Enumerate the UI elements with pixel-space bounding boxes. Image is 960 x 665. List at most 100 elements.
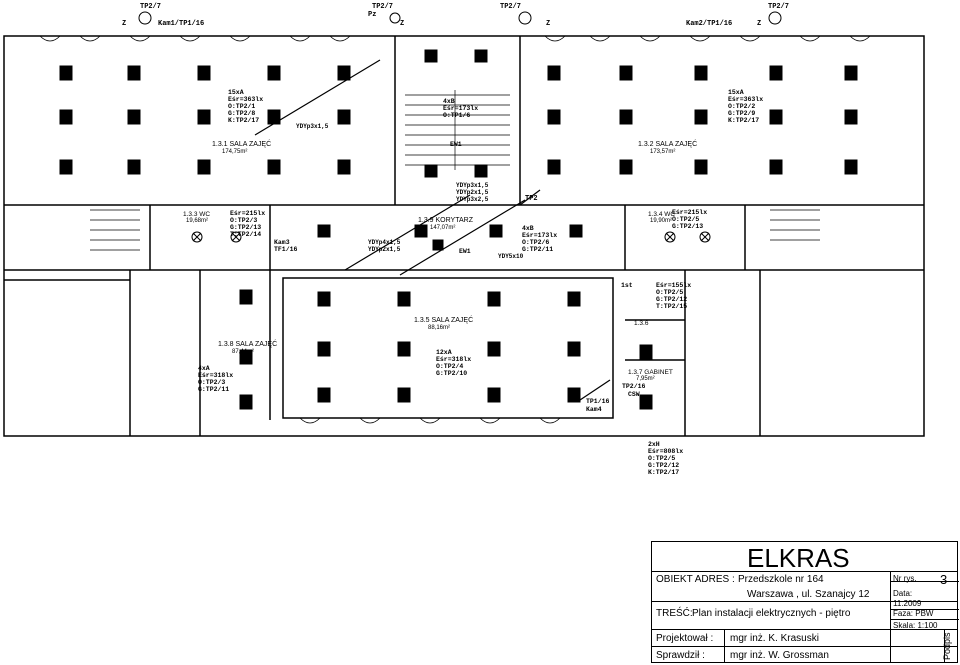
signature-label: Podpis bbox=[942, 632, 952, 660]
sala3-name: 1.3.5 SALA ZAJĘĆ bbox=[414, 315, 473, 324]
r136-spec-2: G:TP2/12 bbox=[656, 296, 687, 303]
sala1-spec-0: 15xA bbox=[228, 89, 244, 96]
sala1-spec-1: Eśr=363lx bbox=[228, 96, 263, 103]
sala4-spec-2: O:TP2/3 bbox=[198, 379, 225, 386]
object-address: Warszawa , ul. Szanajcy 12 bbox=[747, 589, 870, 600]
windows-top bbox=[39, 35, 871, 424]
label-pz: Pz bbox=[368, 11, 376, 19]
title-row-object: OBIEKT ADRES : Przedszkole nr 164 Warsza… bbox=[652, 572, 957, 602]
checker-name: mgr inż. W. Grossman bbox=[730, 650, 829, 661]
divider-meta bbox=[890, 572, 891, 662]
drawing-no-label: Nr rys. bbox=[893, 574, 917, 583]
label-z-4: Z bbox=[757, 20, 761, 28]
wc1-spec-0: Eśr=215lx bbox=[230, 210, 265, 217]
sala2-spec-1: Eśr=363lx bbox=[728, 96, 763, 103]
cable-2: YDYp4x1,5 bbox=[368, 239, 401, 246]
sala2-name: 1.3.2 SALA ZAJĘĆ bbox=[638, 139, 697, 148]
label-csw: CSW bbox=[628, 391, 640, 398]
label-tp-1: TP2/7 bbox=[140, 3, 161, 11]
cable-6: YDYp3x2,5 bbox=[456, 196, 489, 203]
label-ew1: EW1 bbox=[450, 141, 462, 148]
wc1-area: 19,68m² bbox=[186, 218, 208, 224]
walls bbox=[3, 35, 925, 437]
cable-3: YDYp2x1,5 bbox=[368, 246, 401, 253]
korytarz-area: 147,07m² bbox=[430, 225, 455, 231]
h2-spec-3: G:TP2/12 bbox=[648, 462, 679, 469]
cable-7: YDY5x10 bbox=[498, 253, 524, 260]
label-kam4: Kam4 bbox=[586, 406, 602, 413]
gabinet-name: 1.3.7 GABINET bbox=[628, 369, 673, 376]
label-kam3-tp: TF1/16 bbox=[274, 246, 298, 253]
h2-spec-0: 2xH bbox=[648, 441, 660, 448]
gabinet-area: 7,95m² bbox=[636, 376, 655, 382]
label-kam2: Kam2/TP1/16 bbox=[686, 20, 732, 28]
sala2-area: 173,57m² bbox=[650, 149, 675, 155]
designer-name: mgr inż. K. Krasuski bbox=[730, 633, 819, 644]
label-ew1-b: EW1 bbox=[459, 248, 471, 255]
h2-spec-1: Eśr=808lx bbox=[648, 448, 683, 455]
r136-spec-1: O:TP2/5 bbox=[656, 289, 683, 296]
wc2-area: 19,90m² bbox=[650, 218, 672, 224]
scale-label: Skala: 1:100 bbox=[893, 621, 938, 630]
company-name: ELKRAS bbox=[747, 543, 850, 573]
sala4-spec-3: G:TP2/11 bbox=[198, 386, 229, 393]
date-label: Data: bbox=[893, 589, 913, 598]
content-text: Plan instalacji elektrycznych - piętro bbox=[692, 608, 851, 619]
sala3-spec-1: Eśr=318lx bbox=[436, 356, 471, 363]
wc-lights bbox=[138, 11, 782, 243]
sala3-spec-3: G:TP2/10 bbox=[436, 370, 467, 377]
cable-1: YDYp3x1,5 bbox=[296, 123, 329, 130]
sala1-name: 1.3.1 SALA ZAJĘĆ bbox=[212, 139, 271, 148]
wc1-spec-2: G:TP2/13 bbox=[230, 224, 261, 231]
label-tp-2: TP2/7 bbox=[372, 3, 393, 11]
title-row-content: TREŚĆ: Plan instalacji elektrycznych - p… bbox=[652, 602, 957, 630]
divider-signature bbox=[944, 630, 945, 662]
wc1-spec-3: T:TP2/14 bbox=[230, 231, 261, 238]
label-z-3: Z bbox=[546, 20, 550, 28]
sala1-spec-4: K:TP2/17 bbox=[228, 117, 259, 124]
sala4-spec-0: 4xA bbox=[198, 365, 210, 372]
sala3-spec-2: O:TP2/4 bbox=[436, 363, 463, 370]
sala4-name: 1.3.8 SALA ZAJĘĆ bbox=[218, 339, 277, 348]
label-1st: 1st bbox=[621, 282, 633, 289]
label-kam4-tp: TP1/16 bbox=[586, 398, 610, 405]
label-tp2-16: TP2/16 bbox=[622, 383, 646, 390]
sala2-spec-3: G:TP2/9 bbox=[728, 110, 755, 117]
stair-spec-2: O:TP1/6 bbox=[443, 112, 470, 119]
label-tp2: TP2 bbox=[525, 195, 538, 203]
drawing-no: 3 bbox=[940, 572, 948, 587]
wc2-name: 1.3.4 WC bbox=[648, 211, 675, 218]
label-kam3: Kam3 bbox=[274, 239, 290, 246]
wc2-spec-2: G:TP2/13 bbox=[672, 223, 703, 230]
luminaires bbox=[59, 49, 858, 410]
phase-label: Faza: PBW bbox=[893, 609, 934, 618]
title-row-company: ELKRAS bbox=[652, 542, 957, 573]
wc2-spec-1: O:TP2/5 bbox=[672, 216, 699, 223]
sala2-spec-2: O:TP2/2 bbox=[728, 103, 755, 110]
korytarz-spec-0: 4xB bbox=[522, 225, 534, 232]
cable-4: YDYp3x1,5 bbox=[456, 182, 489, 189]
sala1-area: 174,75m² bbox=[222, 149, 247, 155]
sala4-spec-1: Eśr=318lx bbox=[198, 372, 233, 379]
title-row-designer: Projektował : mgr inż. K. Krasuski bbox=[652, 630, 957, 647]
korytarz-name: 1.3.9 KORYTARZ bbox=[418, 217, 474, 224]
staircase bbox=[90, 90, 820, 251]
label-z-2: Z bbox=[400, 20, 404, 28]
object-name: Przedszkole nr 164 bbox=[738, 574, 824, 585]
korytarz-spec-3: G:TP2/11 bbox=[522, 246, 553, 253]
meta-box: Nr rys. 3 Data: 11.2009 Faza: PBW Skala:… bbox=[890, 572, 959, 630]
title-row-checker: Sprawdził : mgr inż. W. Grossman bbox=[652, 647, 957, 664]
wc2-spec-0: Eśr=215lx bbox=[672, 209, 707, 216]
sala4-area: 87,44m² bbox=[232, 349, 254, 355]
stair-spec-1: Eśr=173lx bbox=[443, 105, 478, 112]
h2-spec-4: K:TP2/17 bbox=[648, 469, 679, 476]
divider-names bbox=[724, 630, 725, 662]
label-kam1: Kam1/TP1/16 bbox=[158, 20, 204, 28]
cable-5: YDYp2x1,5 bbox=[456, 189, 489, 196]
sala2-spec-4: K:TP2/17 bbox=[728, 117, 759, 124]
cables bbox=[254, 59, 611, 401]
label-z-1: Z bbox=[122, 20, 126, 28]
wc1-name: 1.3.3 WC bbox=[183, 211, 210, 218]
date-value: 11.2009 bbox=[893, 599, 922, 608]
